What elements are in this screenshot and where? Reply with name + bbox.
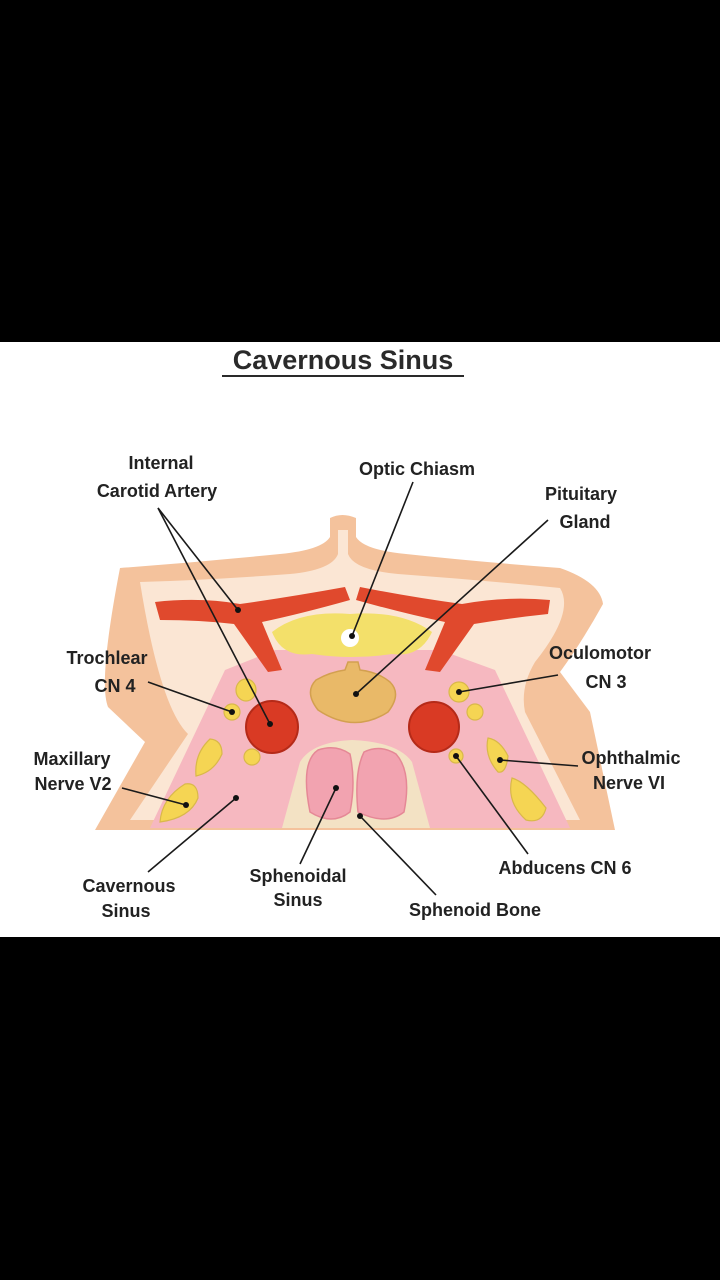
internal-carotid-left xyxy=(245,700,299,754)
diagram-title: Cavernous Sinus xyxy=(233,345,454,375)
label-ophthalmic-line1: Ophthalmic xyxy=(581,748,680,768)
sphenoidal-sinus-left xyxy=(305,747,354,820)
diagram-panel: Cavernous Sinus xyxy=(0,342,720,937)
label-pituitary-line1: Pituitary xyxy=(545,484,617,504)
artery-right xyxy=(356,587,550,672)
label-maxillary-line1: Maxillary xyxy=(33,749,110,769)
trochlear-right xyxy=(466,703,484,721)
label-abducens: Abducens CN 6 xyxy=(498,858,631,878)
label-oculomotor-line2: CN 3 xyxy=(585,672,626,692)
bottom-black-bar xyxy=(0,937,720,1280)
artery-left xyxy=(155,587,350,672)
abducens-left xyxy=(243,748,261,766)
label-cavernous-sinus-line2: Sinus xyxy=(101,901,150,921)
label-pituitary-line2: Gland xyxy=(559,512,610,532)
cavernous-sinus-diagram: Cavernous Sinus xyxy=(33,345,680,921)
top-black-bar xyxy=(0,0,720,342)
label-cavernous-sinus-line1: Cavernous xyxy=(82,876,175,896)
label-internal-carotid-line1: Internal xyxy=(128,453,193,473)
label-sphenoidal-sinus-line2: Sinus xyxy=(273,890,322,910)
ophthalmic-right xyxy=(486,737,509,773)
label-trochlear-line2: CN 4 xyxy=(94,676,135,696)
label-sphenoid-bone: Sphenoid Bone xyxy=(409,900,541,920)
internal-carotid-right xyxy=(408,701,460,753)
label-maxillary-line2: Nerve V2 xyxy=(34,774,111,794)
ophthalmic-left xyxy=(195,738,223,777)
label-ophthalmic-line2: Nerve VI xyxy=(593,773,665,793)
label-trochlear-line1: Trochlear xyxy=(66,648,147,668)
label-sphenoidal-sinus-line1: Sphenoidal xyxy=(249,866,346,886)
leader-lines xyxy=(121,481,579,896)
sphenoidal-sinus-right xyxy=(356,747,408,820)
label-optic-chiasm: Optic Chiasm xyxy=(359,459,475,479)
maxillary-right xyxy=(510,777,547,822)
label-internal-carotid-line2: Carotid Artery xyxy=(97,481,217,501)
label-oculomotor-line1: Oculomotor xyxy=(549,643,651,663)
